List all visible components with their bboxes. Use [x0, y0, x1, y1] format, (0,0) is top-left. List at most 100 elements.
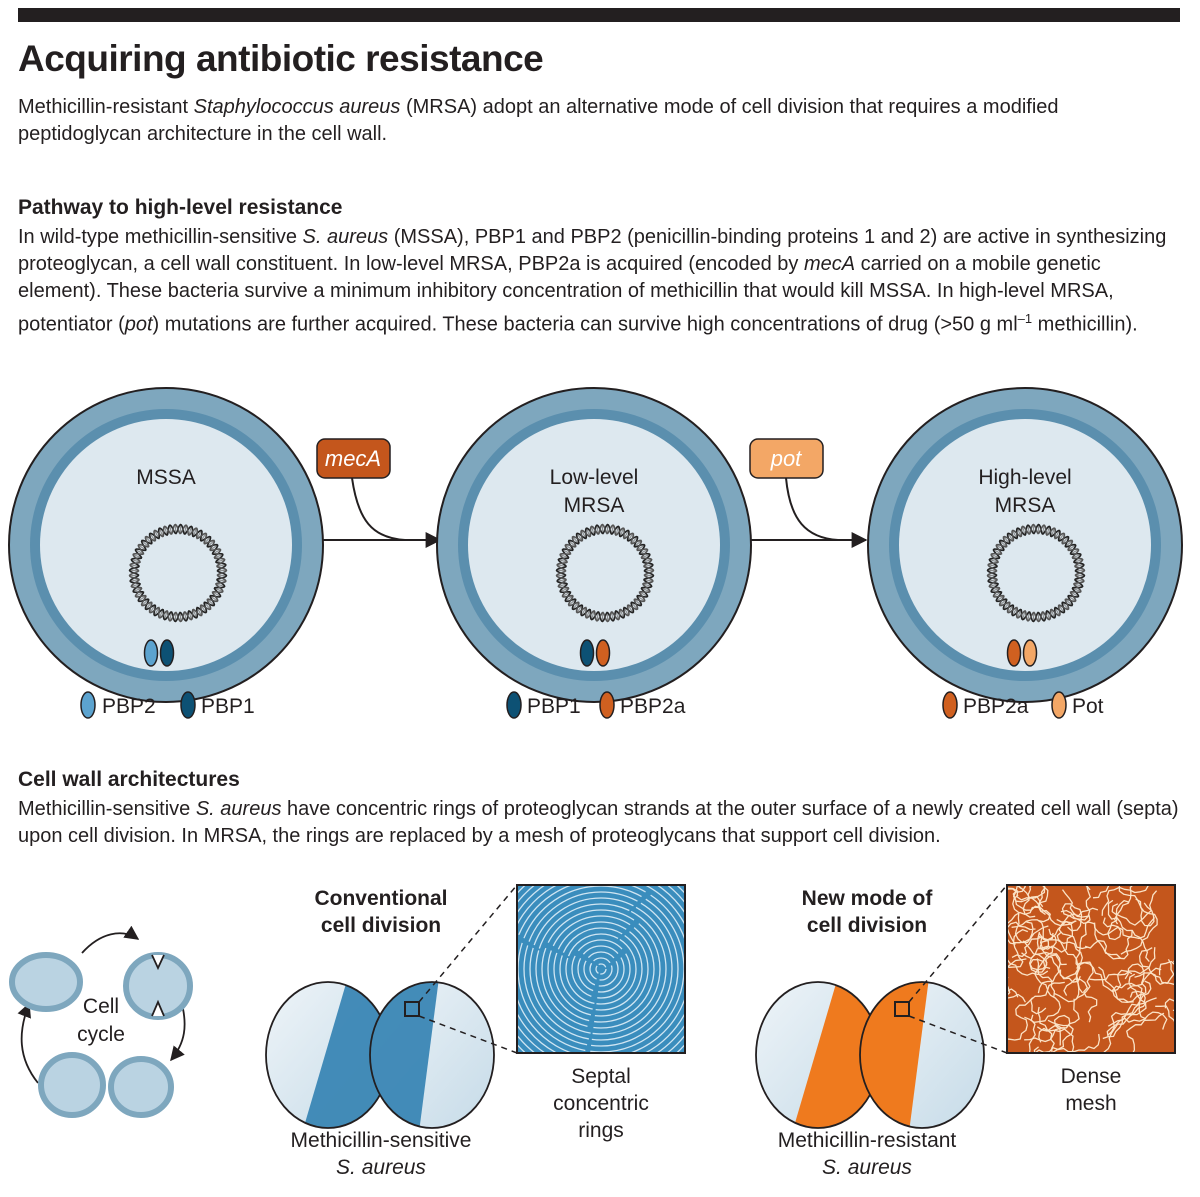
mesh-frame — [1006, 884, 1176, 1054]
ring-strand — [523, 891, 679, 1047]
pathway-gene-meca: mecA — [803, 253, 856, 275]
pot-tag: pot — [749, 438, 824, 479]
dna-rung — [615, 611, 619, 619]
pbp2a-protein — [595, 639, 611, 667]
mesh-strand — [1033, 1034, 1101, 1053]
walls-paragraph: Methicillin-sensitive S. aureus have con… — [18, 796, 1183, 850]
dna-rung — [572, 537, 579, 544]
mesh-strand — [1056, 931, 1083, 1000]
dna-rung — [637, 596, 645, 601]
cell-mssa: MSSA — [8, 387, 324, 703]
dna-rung — [1012, 608, 1017, 615]
ring-strand — [577, 945, 625, 993]
mesh-strand — [1011, 920, 1077, 958]
lede-text-end: (MRSA) adopt an alternative mode of cell… — [18, 96, 1059, 145]
zoom-region-box — [894, 1001, 910, 1017]
dna-rung — [133, 554, 141, 558]
dna-rung — [216, 559, 224, 563]
dna-rung — [138, 596, 146, 601]
dna-rung — [169, 526, 172, 534]
dna-rung — [565, 545, 573, 550]
cell-label-mssa: MSSA — [136, 466, 196, 489]
ring-strand — [589, 957, 613, 981]
dna-rung — [1008, 605, 1013, 613]
dna-rung — [145, 537, 152, 544]
dna-rung — [990, 559, 998, 563]
dna-rung — [642, 554, 650, 558]
dna-rung — [133, 588, 141, 592]
dna-rung — [145, 602, 152, 609]
pathway-species: S. aureus — [302, 226, 389, 248]
dna-rung — [991, 554, 999, 558]
rings-frame — [516, 884, 686, 1054]
cycle-label-1: Cell — [83, 995, 119, 1018]
mesh-strand — [1089, 947, 1156, 981]
zoom-line-top — [908, 884, 1008, 1003]
mesh-strand — [1063, 978, 1098, 1023]
cycle-daughter-right — [108, 1056, 174, 1118]
mesh-strand — [1011, 919, 1050, 951]
dna-rung — [565, 596, 573, 601]
meca-tag: mecA — [316, 438, 391, 479]
mesh-strand — [1007, 988, 1019, 998]
dna-rung — [1042, 526, 1045, 534]
dna-rung — [131, 564, 139, 567]
dna-rung — [1022, 611, 1026, 619]
legend-low: PBP1 PBP2a — [506, 691, 686, 719]
dna-rung — [1000, 540, 1007, 547]
dna-rung — [596, 612, 599, 620]
dna-rung — [644, 564, 652, 567]
pbp2a-legend-icon — [942, 691, 958, 719]
dna-icon — [128, 523, 228, 623]
dna-rung — [1017, 610, 1021, 618]
dna-rung — [572, 602, 579, 609]
dna-rung — [628, 605, 633, 613]
dna-rung — [620, 528, 624, 536]
dna-rung — [197, 531, 202, 538]
arrow-pot-curve — [785, 477, 839, 541]
dna-rung — [558, 579, 566, 582]
dna-rung — [217, 579, 225, 582]
dna-rung — [644, 579, 652, 582]
dna-rung — [1074, 583, 1082, 587]
mesh-strand — [1007, 887, 1046, 916]
arrow-meca-curve — [351, 477, 406, 541]
dna-rung — [1003, 602, 1010, 609]
mesh-strand — [1155, 1005, 1175, 1024]
dna-rung — [1055, 608, 1060, 615]
mesh-strand — [1012, 894, 1049, 944]
dna-rung — [201, 533, 206, 541]
pot-tag-box — [749, 438, 824, 479]
legend-pbp2: PBP2 — [102, 695, 156, 718]
dna-rung — [1051, 528, 1055, 536]
dna-rung — [193, 610, 197, 618]
cell-label-high-1: High-level — [978, 466, 1071, 489]
dna-rung — [634, 599, 641, 606]
pathway-text-2: (MSSA), PBP1 and PBP2 (penicillin-bindin… — [18, 226, 1167, 275]
walls-heading: Cell wall architectures — [18, 768, 240, 791]
dna-rung — [1046, 527, 1050, 535]
pathway-heading: Pathway to high-level resistance — [18, 196, 343, 219]
dna-rung — [1071, 592, 1078, 597]
dna-rung — [620, 610, 624, 618]
dna-rung — [563, 592, 570, 597]
dna-rung — [628, 533, 633, 541]
dna-rung — [586, 528, 590, 536]
dna-rung — [631, 602, 638, 609]
dna-rung — [204, 602, 211, 609]
dna-rung — [1012, 531, 1017, 538]
dna-rung — [210, 545, 218, 550]
dna-rung — [213, 592, 220, 597]
mesh-strand — [1118, 885, 1155, 927]
mesh-strand — [1038, 1027, 1075, 1053]
dna-rung — [159, 528, 163, 536]
cycle-cell — [9, 952, 83, 1012]
dna-rung — [188, 611, 192, 619]
dna-rung — [1055, 531, 1060, 538]
mesh-label-1: Dense — [1061, 1065, 1122, 1088]
pathway-text-1: In wild-type methicillin-sensitive — [18, 226, 303, 248]
dna-rung — [210, 596, 218, 601]
dna-rung — [138, 545, 146, 550]
walls-species: S. aureus — [195, 798, 282, 820]
newmode-heading-1: New mode of — [802, 887, 934, 910]
